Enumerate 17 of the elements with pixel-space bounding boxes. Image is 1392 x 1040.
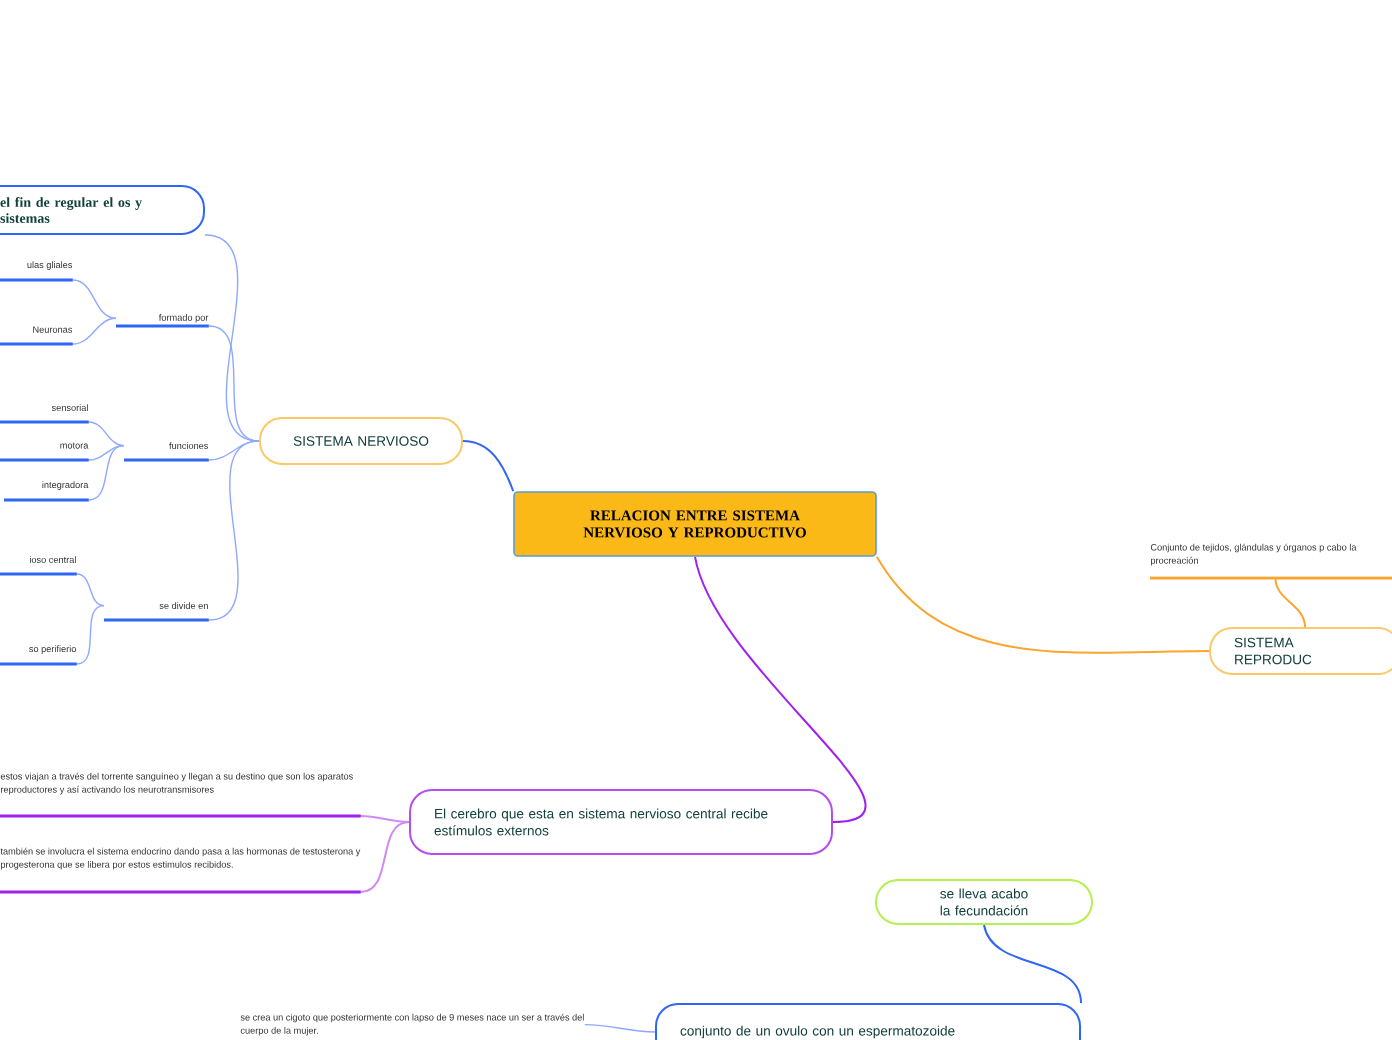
- connector: [88, 444, 125, 461]
- connector: [76, 573, 105, 607]
- connector: [72, 279, 117, 319]
- connector: [462, 440, 515, 493]
- connector: [359, 815, 410, 823]
- connector: [694, 555, 866, 823]
- connector: [875, 555, 1210, 654]
- connector: [584, 1023, 656, 1033]
- connector: [76, 604, 105, 665]
- connector: [88, 421, 125, 447]
- connector: [208, 440, 260, 621]
- connector: [359, 821, 410, 893]
- connector: [983, 924, 1082, 1004]
- connector: [72, 317, 117, 345]
- connector: [208, 325, 260, 442]
- connector: [88, 444, 125, 501]
- connector: [1274, 577, 1306, 628]
